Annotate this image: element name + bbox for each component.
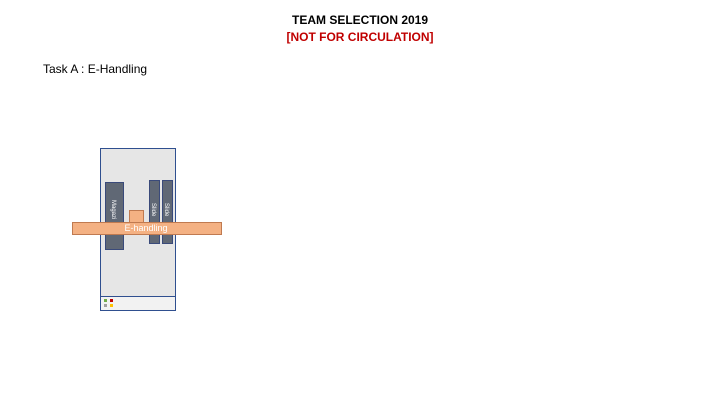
indicator-gray: [104, 304, 107, 307]
slide-label-1: Slide: [150, 203, 156, 217]
page-title: TEAM SELECTION 2019: [291, 13, 429, 27]
slide-label-2: Slide: [163, 203, 169, 217]
slide-block-1: [149, 180, 160, 244]
slide-block-2: [162, 180, 173, 244]
machine-base: [100, 296, 176, 311]
e-handling-rail: [72, 222, 222, 235]
circulation-notice: [NOT FOR CIRCULATION]: [286, 30, 434, 44]
indicator-yellow: [110, 304, 113, 307]
e-handling-label: E-handling: [124, 223, 168, 233]
magazine-label: Magazi: [110, 200, 116, 220]
task-label: Task A : E-Handling: [43, 62, 148, 76]
indicator-green: [104, 299, 107, 302]
indicator-red: [110, 299, 113, 302]
